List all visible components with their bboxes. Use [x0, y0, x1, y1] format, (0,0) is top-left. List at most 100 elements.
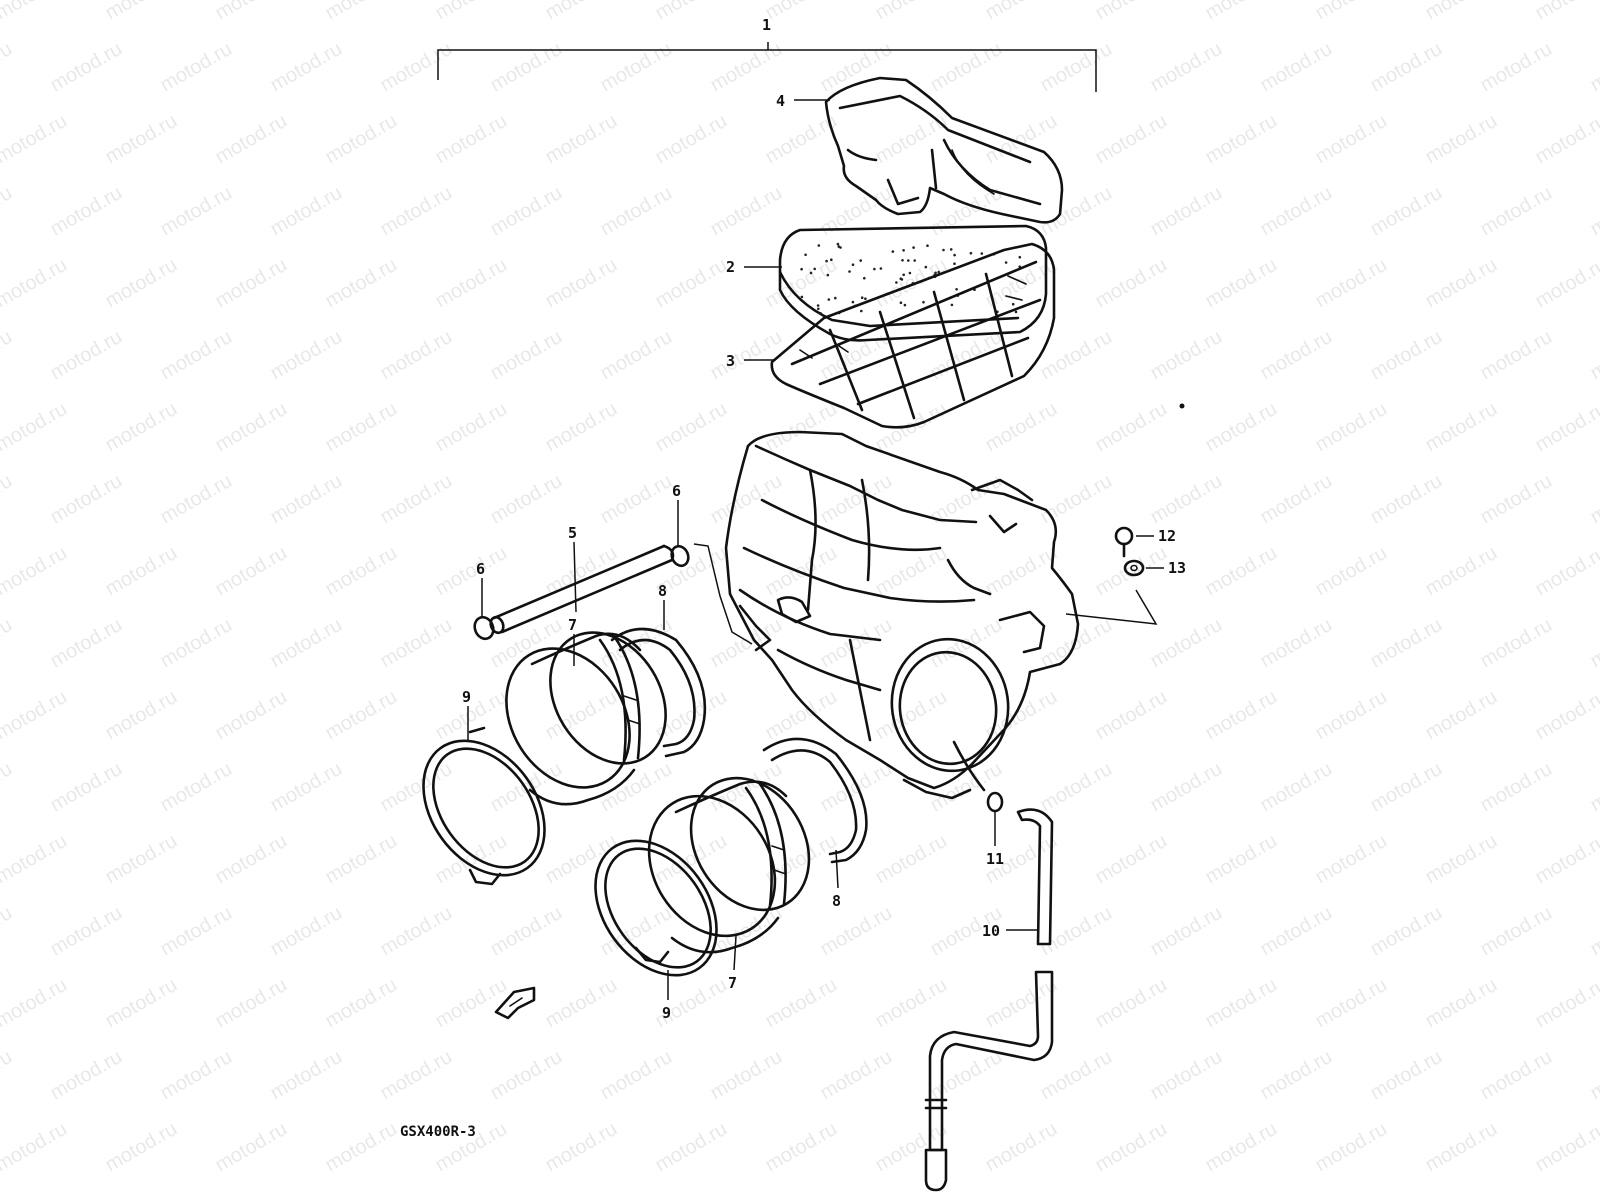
watermark-text: motod.ru — [102, 974, 181, 1033]
watermark-text: motod.ru — [1422, 542, 1501, 601]
foam-dot — [830, 258, 833, 262]
foam-dot — [907, 259, 910, 262]
watermark-text: motod.ru — [212, 686, 291, 745]
watermark-text: motod.ru — [102, 398, 181, 457]
watermark-text: motod.ru — [102, 110, 181, 169]
watermark-text: motod.ru — [432, 542, 511, 601]
foam-dot — [837, 245, 841, 248]
part-clip-right — [670, 544, 690, 568]
watermark-text: motod.ru — [1092, 110, 1171, 169]
watermark-text: motod.ru — [157, 614, 236, 673]
watermark-text: motod.ru — [1587, 470, 1600, 529]
watermark-text: motod.ru — [1367, 902, 1446, 961]
watermark-text: motod.ru — [1202, 830, 1281, 889]
foam-dot — [826, 273, 830, 277]
watermark-text: motod.ru — [762, 686, 841, 745]
watermark-text: motod.ru — [652, 1118, 731, 1177]
foam-dot — [813, 267, 816, 271]
watermark-text: motod.ru — [1367, 758, 1446, 817]
watermark-text: motod.ru — [487, 470, 566, 529]
watermark-text: motod.ru — [652, 110, 731, 169]
watermark-text: motod.ru — [0, 974, 71, 1033]
watermark-text: motod.ru — [1312, 1118, 1391, 1177]
watermark-text: motod.ru — [1312, 0, 1391, 24]
model-code: GSX400R-3 — [400, 1124, 476, 1140]
watermark-text: motod.ru — [1202, 398, 1281, 457]
watermark-text: motod.ru — [1532, 254, 1600, 313]
part-air-cleaner-cap — [824, 76, 1064, 224]
part-band-lower — [762, 737, 868, 864]
watermark-text: motod.ru — [487, 902, 566, 961]
watermark-text: motod.ru — [212, 1118, 291, 1177]
watermark-text: motod.ru — [1312, 254, 1391, 313]
watermark-text: motod.ru — [267, 902, 346, 961]
watermark-text: motod.ru — [0, 182, 16, 241]
watermark-text: motod.ru — [0, 38, 16, 97]
callout-3: 3 — [726, 352, 735, 370]
watermark-text: motod.ru — [1092, 974, 1171, 1033]
watermark-text: motod.ru — [157, 758, 236, 817]
watermark-text: motod.ru — [597, 38, 676, 97]
watermark-text: motod.ru — [1037, 902, 1116, 961]
watermark-text: motod.ru — [212, 254, 291, 313]
watermark-text: motod.ru — [597, 182, 676, 241]
watermark-text: motod.ru — [322, 686, 401, 745]
watermark-text: motod.ru — [1367, 326, 1446, 385]
watermark-text: motod.ru — [267, 1046, 346, 1105]
watermark-text: motod.ru — [1037, 38, 1116, 97]
watermark-text: motod.ru — [212, 542, 291, 601]
watermark-text: motod.ru — [47, 758, 126, 817]
watermark-text: motod.ru — [212, 110, 291, 169]
foam-dot — [860, 309, 863, 313]
watermark-text: motod.ru — [212, 830, 291, 889]
watermark-text: motod.ru — [1312, 974, 1391, 1033]
watermark-text: motod.ru — [652, 254, 731, 313]
watermark-text: motod.ru — [542, 686, 621, 745]
watermark-text: motod.ru — [1477, 470, 1556, 529]
watermark-text: motod.ru — [982, 0, 1061, 24]
watermark-text: motod.ru — [1037, 758, 1116, 817]
watermark-text: motod.ru — [267, 326, 346, 385]
foam-dot — [934, 271, 937, 275]
watermark-text: motod.ru — [597, 758, 676, 817]
watermark-text: motod.ru — [1092, 686, 1171, 745]
foam-dot — [912, 246, 915, 249]
watermark-text: motod.ru — [817, 38, 896, 97]
watermark-text: motod.ru — [0, 542, 71, 601]
foam-dot — [891, 250, 895, 253]
foam-dot — [800, 267, 803, 271]
watermark-text: motod.ru — [377, 182, 456, 241]
watermark-text: motod.ru — [872, 0, 951, 24]
watermark-text: motod.ru — [1477, 758, 1556, 817]
watermark-text: motod.ru — [762, 974, 841, 1033]
watermark-text: motod.ru — [267, 758, 346, 817]
part-clamp-upper — [422, 726, 546, 886]
callout-4: 4 — [776, 92, 785, 110]
watermark-text: motod.ru — [1532, 830, 1600, 889]
watermark-text: motod.ru — [157, 470, 236, 529]
watermark-text: motod.ru — [1477, 326, 1556, 385]
foam-dot — [817, 244, 821, 247]
watermark-text: motod.ru — [487, 38, 566, 97]
watermark-text: motod.ru — [542, 974, 621, 1033]
watermark-text: motod.ru — [1257, 326, 1336, 385]
foam-dot — [953, 253, 956, 257]
foam-dot — [980, 252, 984, 255]
callout-8-upper: 8 — [658, 582, 667, 600]
watermark-text: motod.ru — [377, 758, 456, 817]
watermark-text: motod.ru — [1147, 1046, 1226, 1105]
watermark-text: motod.ru — [542, 254, 621, 313]
watermark-text: motod.ru — [377, 1046, 456, 1105]
watermark-text: motod.ru — [1532, 686, 1600, 745]
watermark-text: motod.ru — [157, 326, 236, 385]
watermark-text: motod.ru — [267, 38, 346, 97]
watermark-text: motod.ru — [927, 1046, 1006, 1105]
foam-dot — [953, 262, 956, 266]
callout-8-lower: 8 — [832, 892, 841, 910]
callout-10: 10 — [982, 922, 1000, 940]
watermark-text: motod.ru — [1202, 686, 1281, 745]
part-filter-cage — [770, 242, 1056, 429]
watermark-text: motod.ru — [1147, 182, 1226, 241]
foam-dot — [899, 277, 903, 281]
watermark-text: motod.ru — [47, 182, 126, 241]
